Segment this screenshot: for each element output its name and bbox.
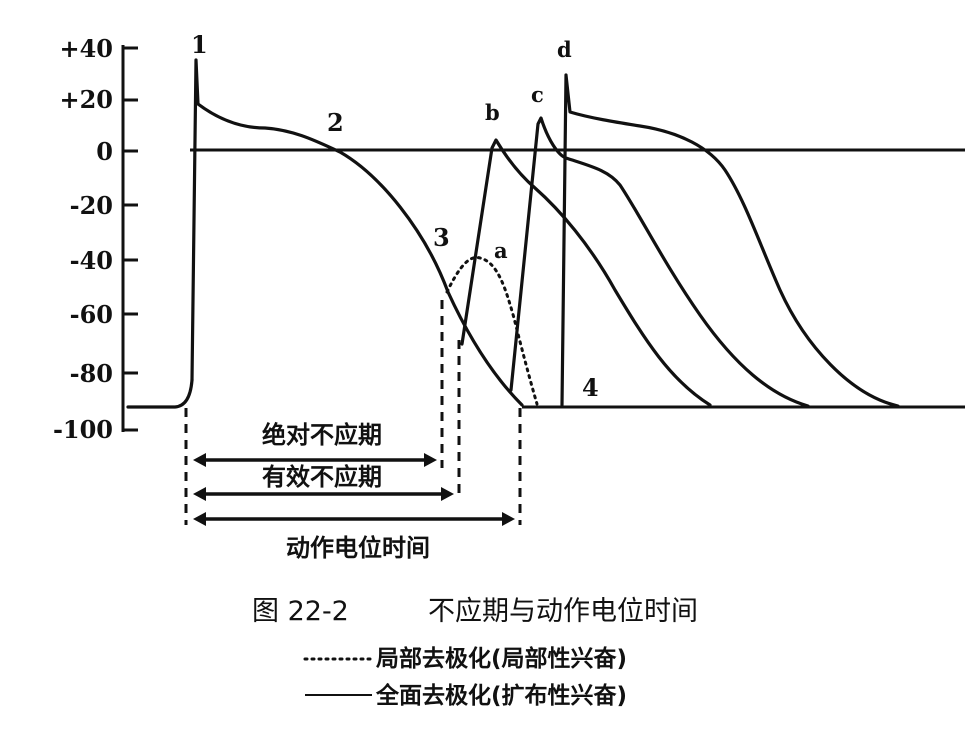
y-tick-label: +20: [59, 85, 113, 114]
y-tick-label: -20: [70, 191, 113, 220]
point-a-label: a: [494, 238, 508, 263]
effective-refractory-arrow: [193, 487, 454, 501]
absolute-refractory-arrow: [193, 453, 437, 467]
figure-number: 图 22-2: [252, 596, 349, 627]
premature-response-curve-c: [509, 116, 810, 408]
phase-4-label: 4: [582, 373, 599, 402]
point-c-label: c: [531, 82, 544, 107]
phase-2-label: 2: [327, 108, 344, 137]
effective-refractory-label: 有效不应期: [262, 463, 382, 491]
y-axis: +40 +20 0 -20 -40 -60 -80 -100: [53, 34, 138, 444]
premature-response-curve-b: [460, 138, 712, 407]
action-potential-duration-arrow: [193, 512, 515, 526]
interval-markers: [184, 300, 522, 525]
figure-caption: 图 22-2 不应期与动作电位时间: [252, 596, 698, 627]
resting-potential-baseline: [126, 378, 194, 409]
local-depolarization-curve-a: [445, 256, 539, 406]
y-tick-label: -100: [53, 415, 113, 444]
y-tick-label: +40: [59, 34, 113, 63]
y-tick-label: 0: [96, 137, 113, 166]
phase-3-label: 3: [433, 223, 450, 252]
normal-response-curve-d: [560, 73, 900, 408]
legend: 局部去极化(局部性兴奋) 全面去极化(扩布性兴奋): [303, 645, 627, 709]
y-tick-label: -80: [70, 359, 113, 388]
y-tick-label: -60: [70, 300, 113, 329]
action-potential-duration-label: 动作电位时间: [286, 534, 430, 562]
legend-dotted-label: 局部去极化(局部性兴奋): [376, 645, 627, 672]
legend-solid-label: 全面去极化(扩布性兴奋): [375, 682, 627, 709]
point-d-label: d: [557, 37, 572, 62]
absolute-refractory-label: 绝对不应期: [262, 421, 382, 449]
main-action-potential-curve: [190, 58, 524, 407]
point-b-label: b: [485, 100, 500, 125]
phase-1-label: 1: [191, 30, 208, 59]
figure-title: 不应期与动作电位时间: [428, 596, 698, 627]
y-tick-label: -40: [70, 246, 113, 275]
